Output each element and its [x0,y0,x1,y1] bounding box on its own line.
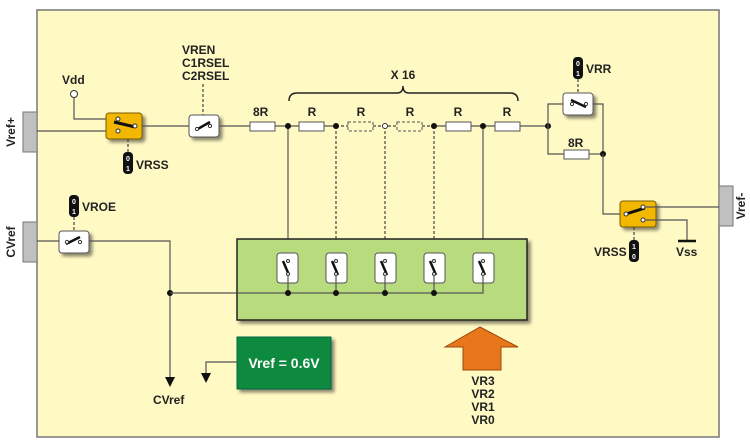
svg-text:0: 0 [72,199,76,206]
vref-plus-pin [22,111,38,153]
c1rsel-label: C1RSEL [182,56,229,70]
svg-text:0: 0 [576,61,580,68]
cvref-output-arrow [165,377,175,387]
vref-plus-label: Vref+ [4,117,18,147]
svg-text:0: 0 [632,254,636,261]
vr2-label: VR2 [471,387,495,401]
vrr-bit-toggle: 0 1 [573,57,583,79]
vren-label: VREN [182,43,215,57]
x16-brace [288,85,519,102]
resistor-r4 [445,121,472,132]
vref-minus-pin [718,185,734,227]
vss-label: Vss [676,245,698,259]
resistor-r5 [494,121,521,132]
c2rsel-label: C2RSEL [182,69,229,83]
vref-06v-box [236,336,332,390]
cvref-pin-label: CVref [4,225,18,257]
resistor-8r-left [249,121,276,132]
svg-text:R: R [503,105,512,119]
vrr-label: VRR [586,62,612,76]
vref-06v-output-arrow [201,373,211,383]
svg-text:R: R [454,105,463,119]
vr3-label: VR3 [471,374,495,388]
r8-left-label: 8R [253,105,269,119]
resistor-r3-omitted [396,121,423,132]
svg-text:R: R [357,105,366,119]
module-panel [36,9,720,438]
resistor-8r-right [563,149,590,160]
vdd-label: Vdd [62,73,85,87]
vr-select-arrow [443,326,519,371]
svg-text:0: 0 [126,156,130,163]
resistor-ladder: R R R R R [298,105,521,132]
vref-minus-label: Vref- [734,193,748,220]
cvref-pin [22,221,38,263]
vref-06v-label: Vref = 0.6V [248,355,320,371]
vrss-label-right: VRSS [594,245,627,259]
vrss-bit-toggle-right: 1 0 [629,240,639,262]
cvref-output-label: CVref [153,393,185,407]
r8-right-label: 8R [568,136,584,150]
resistor-r1 [298,121,325,132]
vroe-switch [58,230,90,254]
vroe-label: VROE [82,200,116,214]
vdd-terminal [70,90,78,98]
vrss-label-left: VRSS [136,158,169,172]
vrss-bit-toggle-left: 0 1 [123,152,133,174]
svg-text:1: 1 [632,244,636,251]
resistor-r2-omitted [347,121,374,132]
svg-text:1: 1 [576,71,580,78]
vroe-bit-toggle: 0 1 [69,195,79,217]
svg-text:1: 1 [126,166,130,173]
vr1-label: VR1 [471,400,495,414]
mux-switches [276,252,495,284]
svg-text:R: R [406,105,415,119]
svg-text:R: R [308,105,317,119]
svg-text:1: 1 [72,209,76,216]
vr0-label: VR0 [471,413,495,427]
x16-label: X 16 [391,68,416,82]
